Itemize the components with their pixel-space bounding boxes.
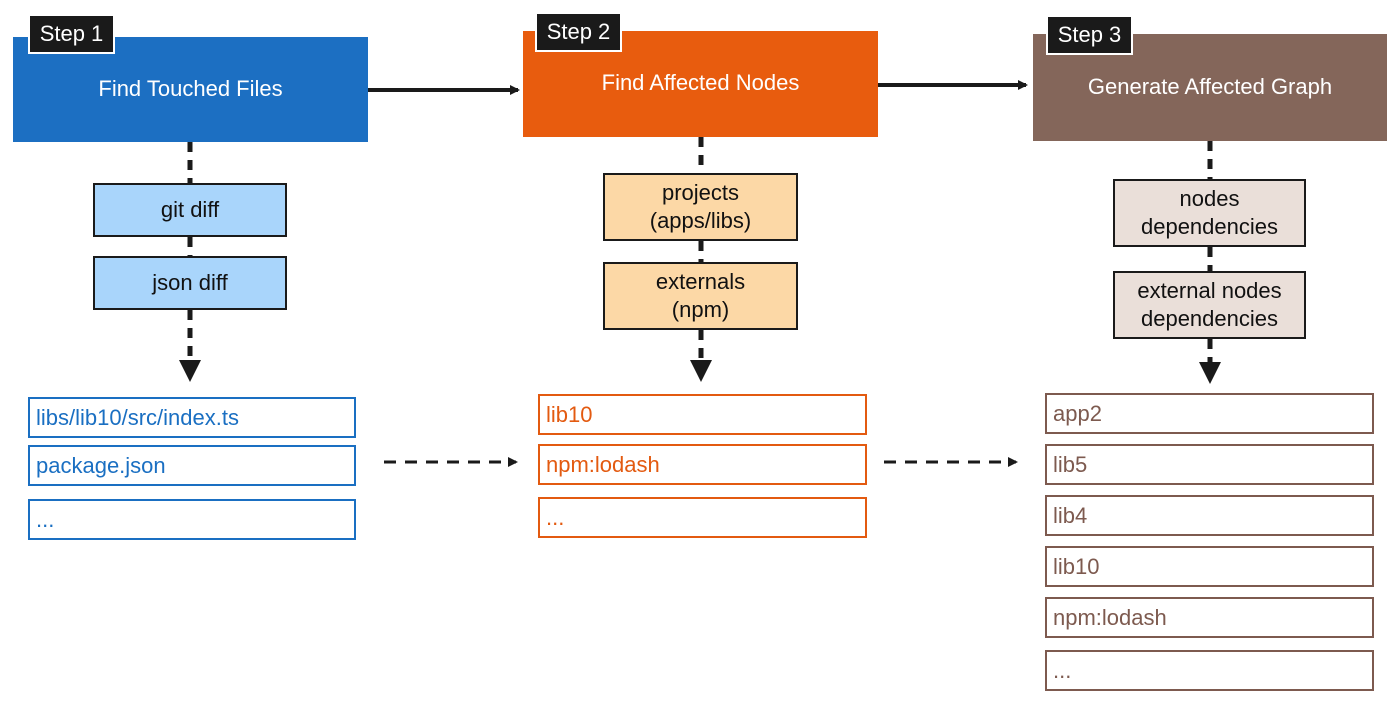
arrowhead-3-down xyxy=(1199,362,1221,384)
step2-title: Find Affected Nodes xyxy=(601,69,800,95)
arrowhead-1-down xyxy=(179,360,201,382)
step3-output-item: app2 xyxy=(1045,393,1374,434)
arrowhead-2-down xyxy=(690,360,712,382)
step2-process-externals: externals (npm) xyxy=(603,262,798,330)
step3-process-nodes-dependencies: nodes dependencies xyxy=(1113,179,1306,247)
step3-output-item: ... xyxy=(1045,650,1374,691)
step2-header-box: Find Affected Nodes xyxy=(523,31,878,137)
step1-title: Find Touched Files xyxy=(98,75,283,101)
step3-badge: Step 3 xyxy=(1046,15,1133,55)
step3-process-external-nodes-dependencies: external nodes dependencies xyxy=(1113,271,1306,339)
step1-output-item: ... xyxy=(28,499,356,540)
step3-title: Generate Affected Graph xyxy=(1087,74,1333,99)
step3-output-item: lib10 xyxy=(1045,546,1374,587)
step1-output-item: package.json xyxy=(28,445,356,486)
step1-process-git-diff: git diff xyxy=(93,183,287,237)
step1-header-box: Find Touched Files xyxy=(13,37,368,142)
step2-output-item: ... xyxy=(538,497,867,538)
step3-output-item: npm:lodash xyxy=(1045,597,1374,638)
step1-badge: Step 1 xyxy=(28,14,115,54)
step1-output-item: libs/lib10/src/index.ts xyxy=(28,397,356,438)
step2-output-item: npm:lodash xyxy=(538,444,867,485)
step2-output-item: lib10 xyxy=(538,394,867,435)
step3-output-item: lib5 xyxy=(1045,444,1374,485)
step2-badge: Step 2 xyxy=(535,12,622,52)
step3-output-item: lib4 xyxy=(1045,495,1374,536)
step1-process-json-diff: json diff xyxy=(93,256,287,310)
step2-process-projects: projects (apps/libs) xyxy=(603,173,798,241)
